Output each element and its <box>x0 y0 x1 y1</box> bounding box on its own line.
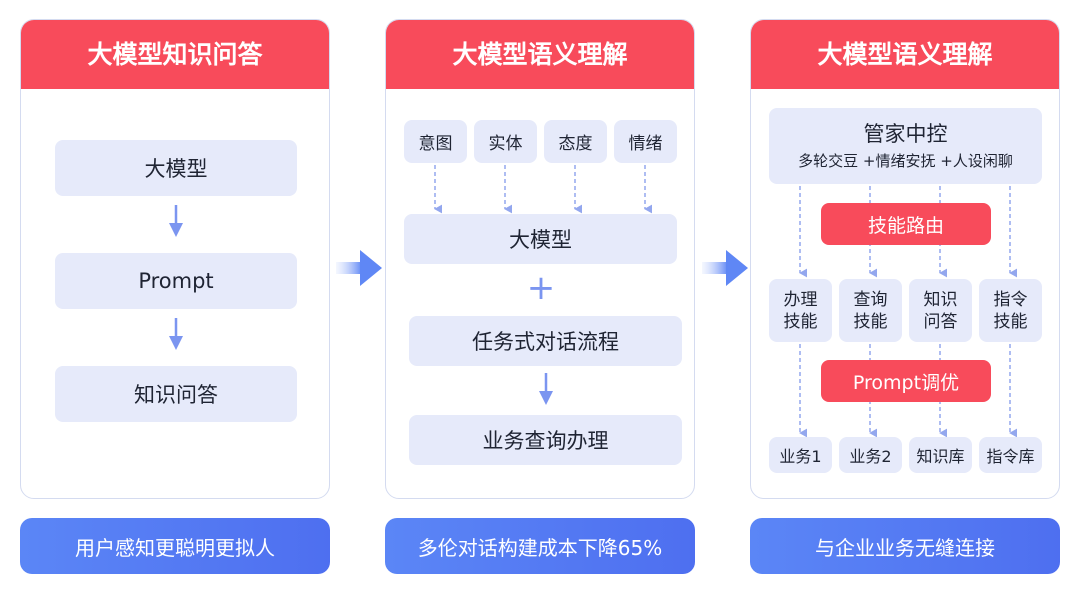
panel-semantic-understanding: 大模型语义理解 意图 实体 态度 情绪 大模型 + 任务式对话流程 业务查询办理 <box>385 19 695 499</box>
target-business-2: 业务2 <box>839 437 902 473</box>
arrow-down-icon <box>169 318 183 350</box>
dashed-arrows <box>799 186 1018 438</box>
step-knowledge-qa: 知识问答 <box>55 366 297 422</box>
skill-handle: 办理 技能 <box>769 279 832 342</box>
dialog-flow-box: 任务式对话流程 <box>409 316 682 366</box>
control-title: 管家中控 <box>863 122 948 146</box>
panel-butler-control: 大模型语义理解 管家中控 多轮交豆 +情绪安抚 +人设闲聊 技能路由 办理 技能… <box>750 19 1060 499</box>
panel-knowledge-qa: 大模型知识问答 大模型 Prompt 知识问答 <box>20 19 330 499</box>
model-box: 大模型 <box>404 214 677 264</box>
skill-knowledge-qa: 知识 问答 <box>909 279 972 342</box>
skill-routing-badge: 技能路由 <box>821 203 991 245</box>
target-business-1: 业务1 <box>769 437 832 473</box>
chevron-right-icon <box>336 250 382 286</box>
business-box: 业务查询办理 <box>409 415 682 465</box>
step-big-model: 大模型 <box>55 140 297 196</box>
footer-panel2: 多伦对话构建成本下降65% <box>385 518 695 574</box>
skill-command: 指令 技能 <box>979 279 1042 342</box>
input-intent: 意图 <box>404 120 467 163</box>
arrow-down-icon <box>169 205 183 237</box>
control-center-box: 管家中控 多轮交豆 +情绪安抚 +人设闲聊 <box>769 108 1042 184</box>
target-command-library: 指令库 <box>979 437 1042 473</box>
step-prompt: Prompt <box>55 253 297 309</box>
footer-panel1: 用户感知更聪明更拟人 <box>20 518 330 574</box>
input-entity: 实体 <box>474 120 537 163</box>
panel3-title: 大模型语义理解 <box>751 20 1059 89</box>
plus-icon: + <box>526 268 556 308</box>
skill-query: 查询 技能 <box>839 279 902 342</box>
input-attitude: 态度 <box>544 120 607 163</box>
chevron-right-icon <box>702 250 748 286</box>
footer-panel3: 与企业业务无缝连接 <box>750 518 1060 574</box>
input-emotion: 情绪 <box>614 120 677 163</box>
control-subtitle: 多轮交豆 +情绪安抚 +人设闲聊 <box>798 152 1013 170</box>
prompt-tuning-badge: Prompt调优 <box>821 360 991 402</box>
panel1-title: 大模型知识问答 <box>21 20 329 89</box>
dashed-arrows <box>434 165 653 214</box>
panel2-title: 大模型语义理解 <box>386 20 694 89</box>
arrow-down-icon <box>539 373 553 405</box>
target-knowledge-base: 知识库 <box>909 437 972 473</box>
